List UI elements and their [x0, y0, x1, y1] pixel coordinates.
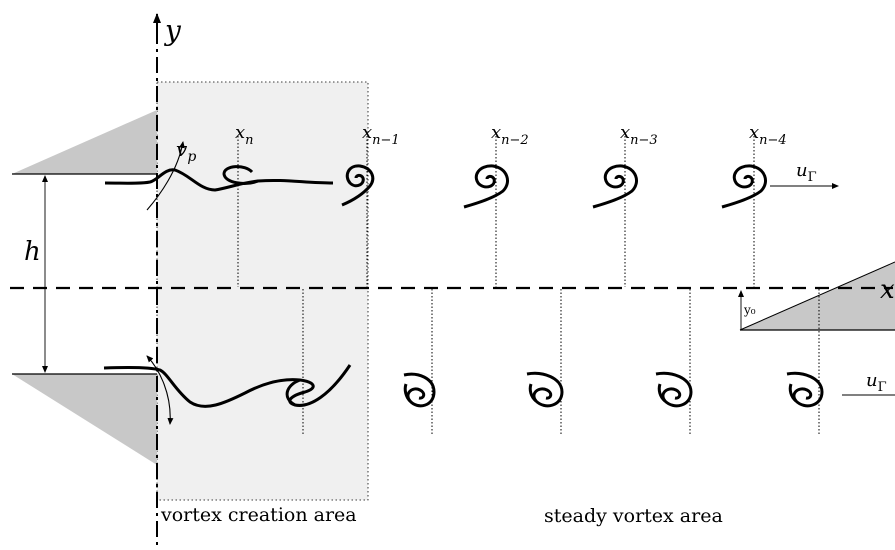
lower-vortex-4: [786, 371, 824, 408]
y0-label: y₀: [743, 303, 756, 317]
right-wedge-slope: [739, 261, 895, 331]
lower-vortex-1: [403, 372, 436, 408]
u-gamma-label: uΓ: [796, 160, 817, 185]
vp-arrow: [146, 141, 185, 211]
lower-vortex-2: [526, 371, 564, 408]
lower-curl-inner: [285, 378, 301, 407]
steady-vortex-label: steady vortex area: [544, 505, 723, 527]
xn2-label: xn−2: [491, 122, 529, 148]
upper-vortex-3: [592, 164, 638, 209]
xn1-label: xn−1: [362, 122, 400, 148]
y-axis-label: y: [163, 14, 182, 47]
lower-wedge: [12, 374, 157, 465]
xn3-label: xn−3: [620, 122, 658, 148]
u-gamma-lower-label: uΓ: [866, 370, 887, 395]
upper-curl-xn: [222, 165, 259, 185]
h-label: h: [24, 237, 41, 267]
vortex-creation-region: [156, 81, 369, 501]
vortex-creation-label: vortex creation area: [160, 504, 357, 526]
xn-label: xn: [235, 122, 254, 148]
upper-vortex-2: [463, 164, 509, 209]
vp-label: vp: [176, 137, 196, 165]
upper-vortex-1: [341, 164, 375, 207]
x-axis-label: x: [880, 275, 895, 305]
xn4-label: xn−4: [749, 122, 787, 148]
upper-wedge: [12, 110, 157, 174]
upper-shear-layer: [104, 168, 334, 192]
lower-vp-arrow: [146, 355, 174, 425]
upper-vortex-4: [721, 164, 767, 209]
lower-vortex-3: [655, 371, 693, 408]
